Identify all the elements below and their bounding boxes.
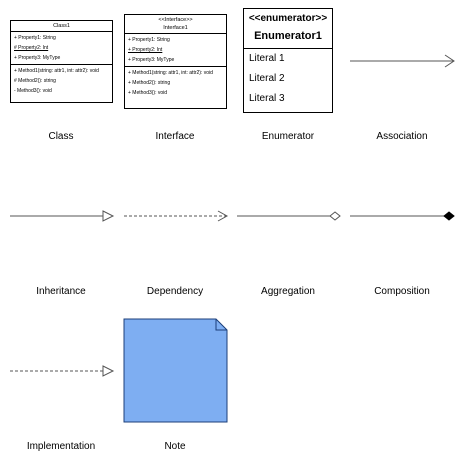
interface-method: + Method1(string: attr1, int: attr2): vo… (128, 70, 213, 76)
label-association: Association (376, 131, 428, 142)
class-method: # Method2(): string (14, 78, 56, 84)
class-attribute: # Property2: Int (14, 45, 49, 51)
label-note: Note (164, 441, 186, 452)
interface-attribute: + Property2: Int (128, 47, 163, 53)
implementation-connector[interactable] (10, 365, 115, 377)
label-class: Class (48, 131, 74, 142)
enumerator-shape[interactable]: <<enumerator>> Enumerator1 Literal 1 Lit… (243, 8, 333, 113)
label-implementation: Implementation (26, 441, 96, 452)
enumerator-name: Enumerator1 (244, 27, 332, 49)
open-arrow-icon (444, 54, 455, 68)
interface-shape[interactable]: <<Interface>> Interface1 + Property1: St… (124, 14, 227, 109)
class-attributes: + Property1: String # Property2: Int + P… (11, 32, 112, 65)
enumerator-literal: Literal 2 (249, 73, 285, 84)
interface-attributes: + Property1: String + Property2: Int + P… (125, 34, 226, 67)
class-method: - Method3(): void (14, 88, 52, 94)
note-shape[interactable] (123, 318, 228, 423)
hollow-diamond-icon (329, 211, 341, 221)
enumerator-stereotype: <<enumerator>> (248, 13, 328, 24)
aggregation-connector[interactable] (237, 211, 341, 221)
class-shape[interactable]: Class1 + Property1: String # Property2: … (10, 20, 113, 103)
interface-attribute: + Property1: String (128, 37, 170, 43)
note-body (123, 318, 228, 423)
inheritance-connector[interactable] (10, 210, 115, 222)
interface-stereotype: <<Interface>> (158, 17, 193, 23)
interface-method: + Method2(): string (128, 80, 171, 86)
class-methods: + Method1(string: attr1, int: attr2): vo… (11, 65, 112, 97)
label-interface: Interface (155, 131, 195, 142)
enumerator-literal: Literal 1 (249, 53, 285, 64)
filled-diamond-icon (443, 211, 455, 221)
class-attribute: + Property1: String (14, 35, 56, 41)
association-connector[interactable] (350, 54, 455, 68)
label-aggregation: Aggregation (261, 286, 315, 297)
label-dependency: Dependency (146, 286, 204, 297)
label-enumerator: Enumerator (261, 131, 315, 142)
note-fold-icon (215, 319, 227, 331)
enumerator-literal: Literal 3 (249, 93, 285, 104)
interface-header: <<Interface>> Interface1 (125, 15, 226, 34)
composition-connector[interactable] (350, 211, 455, 221)
label-composition: Composition (374, 286, 430, 297)
class-name: Class1 (11, 21, 112, 32)
label-inheritance: Inheritance (36, 286, 86, 297)
hollow-triangle-icon (102, 210, 115, 222)
interface-name: Interface1 (163, 25, 188, 31)
interface-methods: + Method1(string: attr1, int: attr2): vo… (125, 67, 226, 99)
interface-method: + Method3(): void (128, 90, 168, 96)
interface-attribute: + Property3: MyType (128, 57, 175, 63)
class-method: + Method1(string: attr1, int: attr2): vo… (14, 68, 99, 74)
dependency-connector[interactable] (124, 210, 229, 222)
open-arrow-icon (217, 210, 229, 222)
hollow-triangle-icon (102, 365, 115, 377)
class-attribute: + Property3: MyType (14, 55, 61, 61)
